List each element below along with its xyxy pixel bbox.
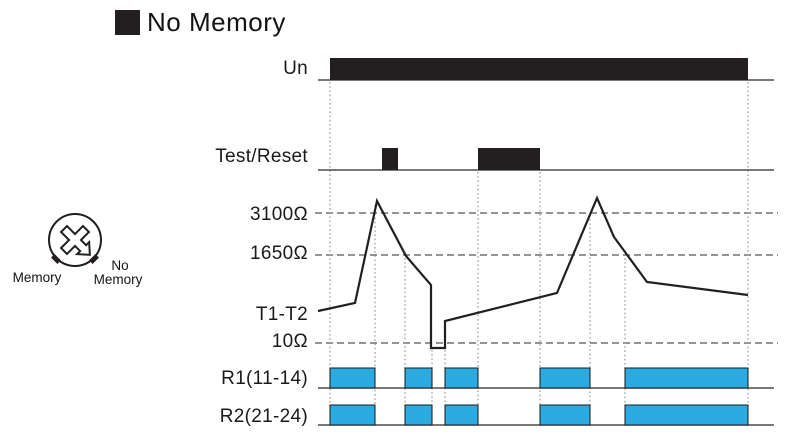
black-square-icon	[115, 10, 140, 35]
r1-output-bar	[539, 367, 591, 389]
r2-relay-label: R2(21-24)	[219, 406, 308, 427]
no-memory-option-label-line1: No	[111, 258, 129, 273]
threshold-3100-label: 3100Ω	[250, 204, 308, 225]
rotary-selector-icon	[48, 213, 102, 267]
selector-cross-arrow-icon	[59, 224, 91, 256]
diagram-title: No Memory	[115, 7, 286, 38]
diagram-title-text: No Memory	[147, 7, 286, 37]
r2-output-bar	[329, 404, 376, 426]
r2-output-bar	[444, 404, 479, 426]
memory-option-label: Memory	[12, 270, 62, 285]
r2-output-bar	[404, 404, 433, 426]
test-reset-pulse	[478, 148, 540, 170]
un-signal-bar	[330, 58, 748, 80]
test-reset-signal-label: Test/Reset	[215, 146, 308, 167]
r1-output-bar	[444, 367, 479, 389]
r2-output-bar	[624, 404, 749, 426]
r1-output-bar	[404, 367, 433, 389]
t1-t2-signal-label: T1-T2	[255, 304, 308, 325]
r1-output-bar	[624, 367, 749, 389]
resistance-curve	[317, 195, 749, 350]
r1-output-bar	[329, 367, 376, 389]
selector-tick-left	[51, 254, 61, 264]
r2-output-bar	[539, 404, 591, 426]
threshold-10-label: 10Ω	[271, 331, 308, 352]
no-memory-option-label-line2: Memory	[93, 272, 143, 287]
test-reset-pulse	[382, 148, 398, 170]
r1-relay-label: R1(11-14)	[221, 368, 308, 389]
un-signal-label: Un	[283, 58, 308, 79]
threshold-1650-label: 1650Ω	[250, 243, 308, 264]
selector-tick-right	[89, 254, 99, 264]
